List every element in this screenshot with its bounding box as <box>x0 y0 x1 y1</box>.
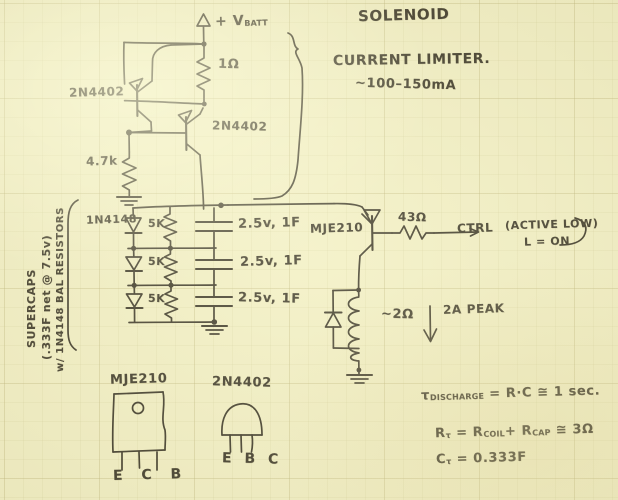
supercap-label-2: 2.5v, 1F <box>239 253 303 270</box>
peak-current-label: 2A PEAK <box>442 301 505 317</box>
base-resistor-label: 4.7k <box>85 153 118 169</box>
r-subscript-cap: CAP <box>532 427 551 438</box>
transistor-q1-2n4402 <box>123 43 205 132</box>
pinout-pins-2n4402: E B C <box>221 450 283 468</box>
sense-resistor-label: 1Ω <box>217 56 240 73</box>
r-expression-3: ≅ 3Ω <box>555 421 594 438</box>
title-current-limiter: CURRENT LIMITER. <box>332 50 491 70</box>
wire-bank-to-output <box>333 202 369 216</box>
supercap-cell-3 <box>125 284 234 335</box>
supercap-label-3: 2.5v, 1F <box>237 290 301 307</box>
pinout-mje210 <box>111 391 167 471</box>
transistor-q2-2n4402 <box>126 107 205 206</box>
title-brace <box>253 32 304 200</box>
pinout-pins-mje210: E C B <box>112 465 189 485</box>
base-bias-branch <box>115 131 143 206</box>
solenoid-coil <box>323 287 374 384</box>
tau-subscript: DISCHARGE <box>429 391 485 403</box>
ctrl-note: (ACTIVE LOW) <box>504 216 599 233</box>
vbatt-label: + VBATT <box>214 12 269 30</box>
pinout-2n4402 <box>221 403 263 453</box>
supercap-note-line3: w/ 1N4148 BAL RESISTORS <box>55 207 66 372</box>
pinout-title-2n4402: 2N4402 <box>211 374 272 391</box>
r-subscript-coil: COIL <box>483 429 506 439</box>
title-current-range: ~100–150mA <box>354 75 457 94</box>
diode-label-1n4148: 1N4148 <box>85 212 138 227</box>
title-solenoid: SOLENOID <box>357 4 450 26</box>
supercap-label-1: 2.5v, 1F <box>237 215 301 232</box>
vbatt-subscript: BATT <box>244 18 269 28</box>
pinout-title-mje210: MJE210 <box>109 371 168 388</box>
supercap-cell-2 <box>124 247 234 288</box>
balance-resistor-3: 5K <box>147 291 166 306</box>
ctrl-label: CTRL <box>456 220 494 236</box>
supercap-note-brace <box>67 199 79 351</box>
mje210-label: MJE210 <box>309 220 364 236</box>
equation-c-tau: Cτ = 0.333F <box>435 449 528 468</box>
r-symbol: R <box>434 425 446 442</box>
r-expression-2: + R <box>504 423 533 440</box>
coil-resistance-label: ~2Ω <box>380 306 414 323</box>
c-symbol: C <box>435 451 447 468</box>
wire-sense-node <box>136 100 206 105</box>
base-resistor-43ohm-label: 43Ω <box>397 209 427 225</box>
c-expression: = 0.333F <box>456 449 528 467</box>
supercap-note-line1: SUPERCAPS <box>25 269 38 348</box>
balance-resistor-1: 5K <box>147 216 166 231</box>
supercap-note-line2: (.333F net @ 7.5v) <box>40 234 53 360</box>
q1-label: 2N4402 <box>68 84 125 100</box>
transistor-mje210 <box>357 209 393 291</box>
c-subscript: τ <box>446 456 452 466</box>
tau-symbol: τ <box>420 388 431 404</box>
r-subscript: τ <box>445 430 452 440</box>
supercap-cell-1 <box>124 206 234 251</box>
r-expression-1: = R <box>455 424 484 441</box>
tau-expression: = R·C ≅ 1 sec. <box>488 383 601 402</box>
sense-resistor-1ohm <box>196 45 211 107</box>
balance-resistor-2: 5K <box>147 254 166 269</box>
q2-label: 2N4402 <box>211 118 268 134</box>
supercap-bus-top <box>132 202 335 210</box>
ctrl-note-2: L = ON <box>523 234 571 249</box>
peak-current-arrow <box>423 305 438 343</box>
